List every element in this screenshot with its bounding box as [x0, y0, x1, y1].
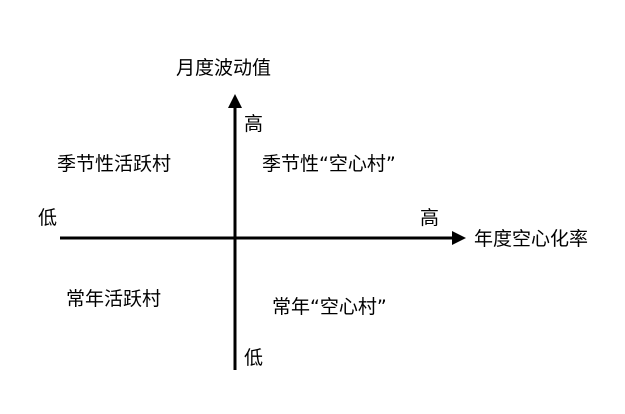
x-axis-arrowhead [452, 231, 466, 245]
y-axis-arrowhead [228, 94, 242, 108]
quadrant-top-left-label: 季节性活跃村 [57, 153, 172, 175]
y-axis-title: 月度波动值 [176, 57, 272, 79]
y-axis-high-label: 高 [244, 113, 264, 135]
x-axis-low-label: 低 [38, 207, 58, 229]
quadrant-bottom-right-label: 常年“空心村” [272, 296, 387, 318]
quadrant-top-right-label: 季节性“空心村” [262, 153, 396, 175]
x-axis-high-label: 高 [420, 207, 440, 229]
quadrant-bottom-left-label: 常年活跃村 [66, 288, 162, 310]
x-axis-title: 年度空心化率 [474, 228, 589, 250]
y-axis-low-label: 低 [244, 347, 264, 369]
